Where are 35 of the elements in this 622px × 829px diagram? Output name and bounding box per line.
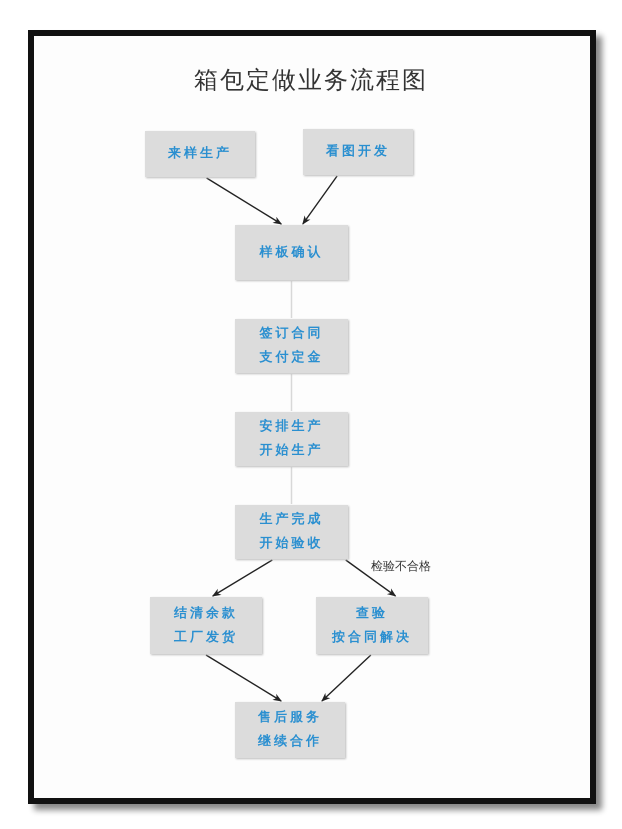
process-box [235,702,345,758]
process-box [235,412,348,466]
process-box [235,225,348,280]
arrow [206,177,282,225]
arrow [345,559,396,597]
box-text: 售后服务 [258,708,322,727]
process-box [235,319,348,373]
arrow [206,654,282,702]
process-box [235,505,348,559]
box-text: 继续合作 [258,733,322,751]
box-text: 安排生产 [260,418,324,436]
box-text: 来样生产 [168,144,232,163]
connector-line [290,374,292,411]
box-text: 支付定金 [260,348,324,367]
box-text: 生产完成 [260,510,324,529]
diagram-title: 箱包定做业务流程图 [193,65,429,96]
edge-label: 检验不合格 [370,558,432,575]
arrow [321,654,372,702]
box-text: 结清余款 [174,604,238,622]
box-text: 查验 [356,604,388,622]
process-box [150,597,262,654]
box-text: 开始生产 [260,442,324,460]
box-text: 看图开发 [326,143,390,161]
box-text: 签订合同 [260,325,324,343]
box-text: 工厂发货 [174,628,238,646]
arrow [212,559,273,597]
box-text: 按合同解决 [332,628,412,646]
arrow [302,176,338,225]
process-box [316,597,428,654]
process-box [303,129,413,175]
box-text: 开始验收 [260,535,324,553]
box-text: 样板确认 [260,244,324,262]
connector-line [290,281,292,318]
connector-line [290,467,292,504]
process-box [145,131,255,177]
